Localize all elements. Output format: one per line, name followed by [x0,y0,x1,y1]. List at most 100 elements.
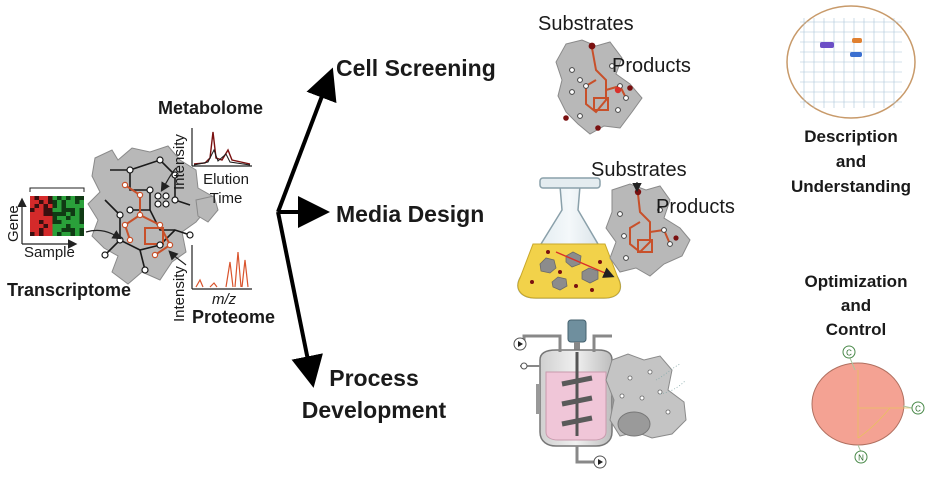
elution-time-label: Elution Time [203,171,249,207]
heatmap-cell [75,220,80,224]
heatmap-cell [79,232,84,236]
media-design-label: Media Design [336,201,485,227]
heatmap-cell [61,224,66,228]
heatmap-cell [70,232,75,236]
heatmap-cell [43,220,48,224]
heatmap-cell [57,204,62,208]
heatmap-cell [70,220,75,224]
heatmap-cell [52,196,57,200]
heatmap-cell [57,212,62,216]
heatmap-cell [34,204,39,208]
arrow-to-cell-screening [276,67,337,213]
heatmap-cell [70,196,75,200]
heatmap-cell [79,204,84,208]
heatmap-cell [39,220,44,224]
process-network [605,353,687,439]
heatmap-cell [66,232,71,236]
heatmap-cell [52,200,57,204]
mz-axis-label: m/z [212,291,237,308]
heatmap-cell [34,224,39,228]
heatmap-cell [43,232,48,236]
heatmap-cell [66,224,71,228]
heatmap-cell [66,212,71,216]
network-nodes [101,156,194,274]
heatmap-cell [48,220,53,224]
heatmap-cell [52,212,57,216]
heatmap-cell [30,228,35,232]
heatmap-cell [48,224,53,228]
heatmap-cell [30,212,35,216]
heatmap-cell [34,216,39,220]
heatmap-cell [75,224,80,228]
arrow-to-process-development [276,211,323,388]
products-label-mid: Products [656,196,735,218]
heatmap-cell [30,220,35,224]
heatmap-cell [75,200,80,204]
heatmap-cell [61,200,66,204]
bioreactor [513,319,616,469]
heatmap-cell [34,208,39,212]
heatmap-cell [48,228,53,232]
heatmap-cell [61,196,66,200]
heatmap-cell [57,220,62,224]
heatmap-cell [79,216,84,220]
heatmap-cell [39,224,44,228]
heatmap-cell [70,212,75,216]
control-node-c-top: C [842,345,856,359]
heatmap-cell [34,200,39,204]
metabolome-label: Metabolome [158,98,264,118]
heatmap-cell [34,228,39,232]
heatmap-cell [43,204,48,208]
heatmap-cell [61,204,66,208]
heatmap-cell [75,204,80,208]
heatmap-cell [57,196,62,200]
heatmap-cell [30,200,35,204]
heatmap-cell [61,220,66,224]
heatmap-cell [61,216,66,220]
heatmap-cell [34,232,39,236]
heatmap-cell [70,228,75,232]
heatmap-cell [43,224,48,228]
control-node-n: N [854,450,868,464]
heatmap-cell [52,204,57,208]
heatmap-cell [30,216,35,220]
heatmap-cell [30,208,35,212]
heatmap-cell [48,216,53,220]
heatmap-cell [52,216,57,220]
heatmap-cell [39,216,44,220]
heatmap-cell [30,204,35,208]
heatmap-cell [43,208,48,212]
heatmap-cell [43,200,48,204]
heatmap-cell [34,196,39,200]
heatmap-cell [57,216,62,220]
network-blob-main [87,145,213,285]
substrates-label-top: Substrates [538,13,634,35]
heatmap-cell [39,196,44,200]
heatmap-cell [66,228,71,232]
heatmap-cell [66,208,71,212]
heatmap-cell [79,200,84,204]
heatmap-cell [43,212,48,216]
heatmap-cell [52,208,57,212]
heatmap-cell [52,224,57,228]
heatmap-cell [75,232,80,236]
heatmap-cell [70,200,75,204]
heatmap-cell [48,200,53,204]
transcriptome-heatmap [29,187,85,236]
optimization-control-label: Optimization and Control [804,272,908,339]
heatmap-cell [79,196,84,200]
intensity-label-bottom: Intensity [171,266,188,322]
intensity-label-top: Intensity [171,134,188,190]
heatmap-cell [70,216,75,220]
culture-flask [517,177,622,299]
heatmap-cell [70,208,75,212]
network-blob-lobe [195,195,219,223]
heatmap-cell [43,228,48,232]
cell-screening-label: Cell Screening [336,55,496,81]
heatmap-cell [70,224,75,228]
heatmap-cell [52,228,57,232]
proteome-spectrum [191,245,252,290]
description-understanding-label: Description and Understanding [791,127,911,196]
